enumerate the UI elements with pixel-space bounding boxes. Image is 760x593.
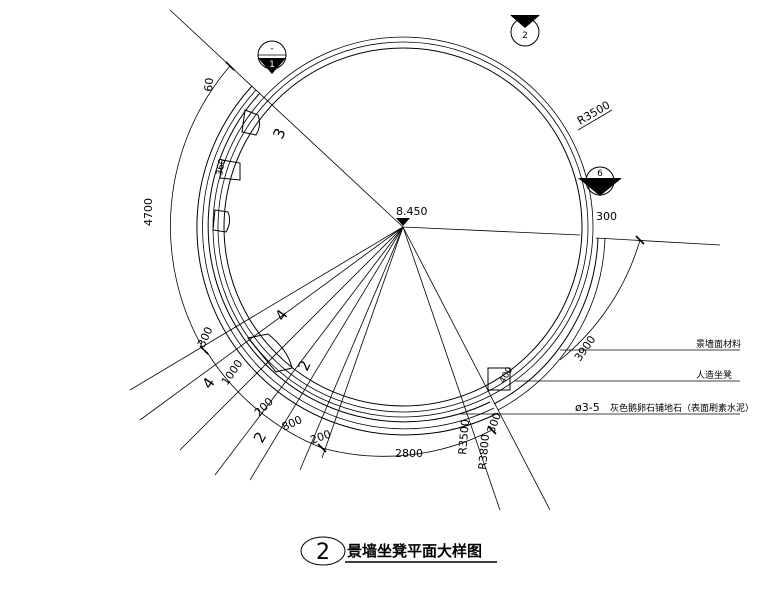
plaza-edge-circle [217,41,589,413]
title-text: 景墙坐凳平面大样图 [347,542,482,560]
r3500-label-lower: R3500 [456,419,472,456]
radial-line-left-1 [129,226,404,391]
bench-1 [241,109,261,136]
callout-pebble-paving: 灰色鹅卵石铺地石（表面刷素水泥） [610,402,754,414]
marker-number: 2 [522,31,528,41]
dim-4700: 4700 [142,198,155,226]
r3800-label: R3800 [476,434,492,471]
dim-2800: 2800 [395,447,423,460]
section-marker-top-mid[interactable]: 2 [510,15,540,47]
radial-line-left-2 [139,226,404,421]
right-wall-arc-2 [497,237,606,411]
seat-wall-outer-arc-3 [196,85,499,436]
radial-line-horizontal-ext [595,237,721,246]
title-number: 2 [316,540,330,565]
dim-800: 800 [280,413,305,434]
dim-1000: 1000 [219,357,246,387]
marker-number: 1 [269,60,275,70]
dim-3900: 3900 [572,333,599,363]
radial-line-right-2 [402,226,551,511]
drawing-title: 2 景墙坐凳平面大样图 [300,536,497,566]
dim-300-left: 300 [195,325,216,350]
dim-arc-4700 [170,65,231,351]
bench-2 [219,159,241,181]
zone-mark-3: 3 [269,125,289,141]
dim-360: 360 [215,158,228,177]
zone-mark-4-lower: 4 [199,374,219,392]
bench-4 [247,333,293,373]
marker-sheet: - [270,44,273,54]
section-marker-right[interactable]: 6 [578,166,622,196]
dim-300-right: 300 [596,210,617,223]
dim-arc-3900 [559,239,641,361]
radial-line-left-5 [249,226,404,481]
tick [199,345,209,355]
radial-line-right-1 [402,226,501,511]
center-elevation-label: 8.450 [396,205,428,218]
dim-200-b: 200 [309,427,333,446]
tick [225,61,235,71]
callout-pebble-size: ø3-5 [575,401,600,414]
tick [317,443,327,453]
radial-line-left-6 [299,226,404,471]
r3500-leader [577,109,613,131]
radial-line-left-3 [179,226,404,451]
bench-5 [487,367,511,391]
inner-plaza-circle [223,47,583,407]
bench-3 [212,209,231,233]
callout-wall-material: 景墙面材料 [696,338,741,350]
seat-wall-outer-arc [207,92,491,423]
elevation-marker-icon [396,218,410,226]
callout-bench: 人造坐凳 [696,369,732,381]
radial-line-top-left [169,9,404,228]
marker-number: 6 [597,169,603,179]
dim-60: 60 [202,77,216,92]
radial-line-horizontal [402,226,581,236]
radial-line-left-4 [214,226,404,476]
right-wall-arc [493,237,599,405]
dim-300-bottom: 300 [485,411,504,435]
tick [635,235,645,245]
section-marker-top-left[interactable]: - 1 [257,40,287,74]
dim-arc-left-bottom [206,351,323,449]
title-circle [300,536,346,566]
tick [487,425,497,435]
zone-mark-2-lower: 2 [250,429,270,446]
radial-line-left-7 [321,226,404,459]
seat-wall-outer-arc-2 [202,89,495,430]
dim-arc-2800 [321,429,493,457]
